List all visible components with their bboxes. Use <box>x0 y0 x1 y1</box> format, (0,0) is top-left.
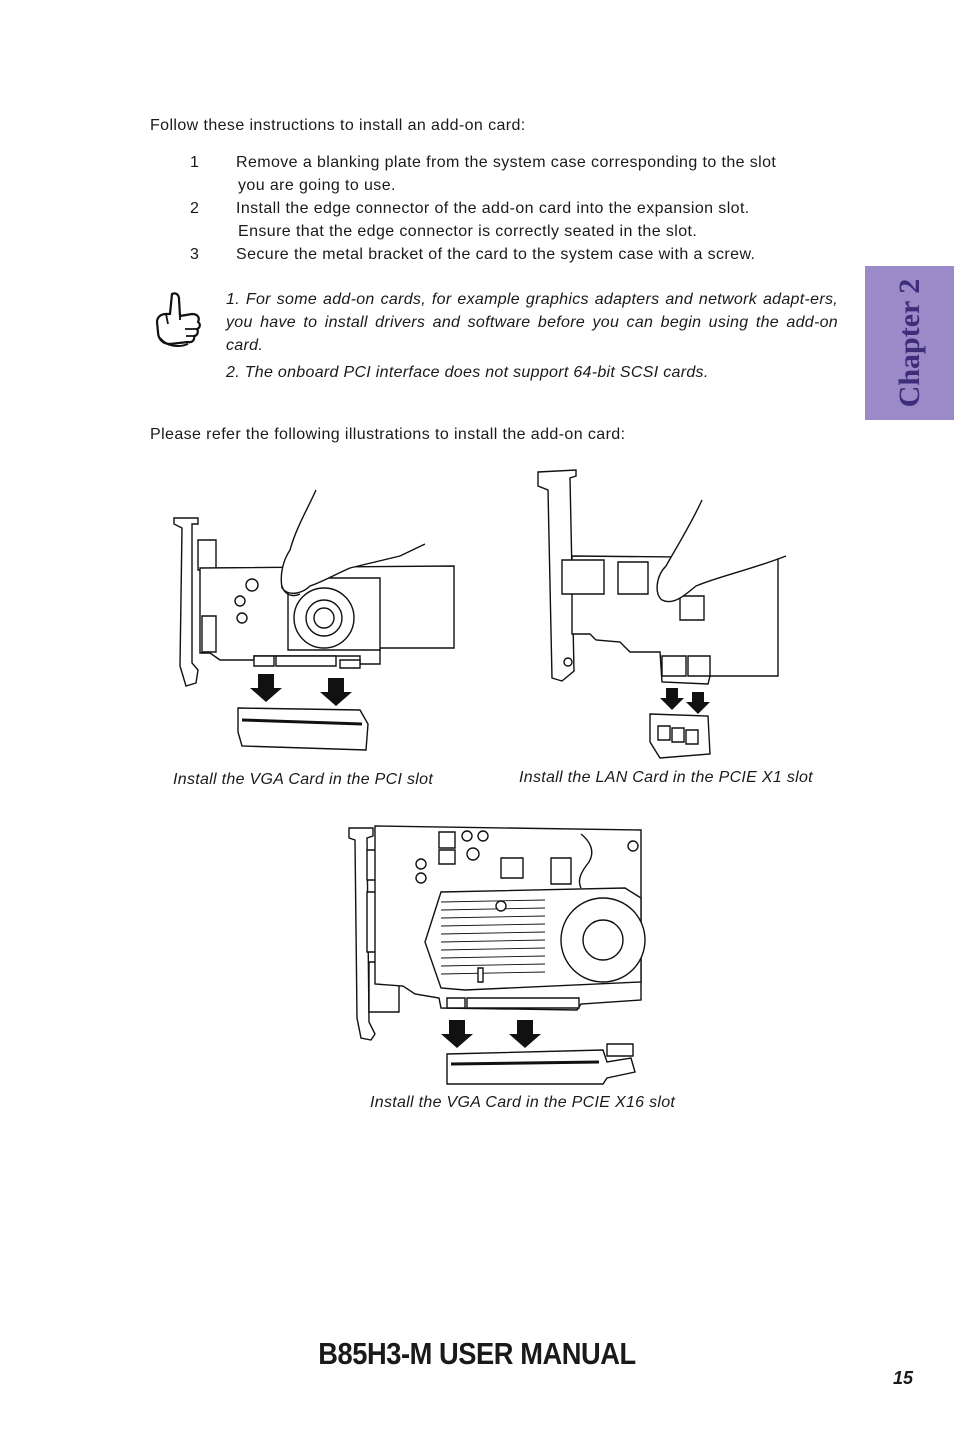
step-text: Secure the metal bracket of the card to … <box>236 246 756 263</box>
note-1: 1. For some add-on cards, for example gr… <box>226 291 838 354</box>
step-text: Remove a blanking plate from the system … <box>236 154 777 171</box>
step-number: 3 <box>190 246 200 263</box>
note-2: 2. The onboard PCI interface does not su… <box>226 364 709 381</box>
caption-vga-pcie16: Install the VGA Card in the PCIE X16 slo… <box>370 1094 676 1111</box>
chapter-tab-label: Chapter 2 <box>892 278 926 408</box>
pointing-hand-icon <box>152 290 208 352</box>
vga-pci-illustration <box>170 488 460 758</box>
step-text-continued: Ensure that the edge connector is correc… <box>238 223 698 240</box>
chapter-tab: Chapter 2 <box>865 266 954 420</box>
manual-title: B85H3-M USER MANUAL <box>318 1336 636 1371</box>
vga-pcie-x16-illustration <box>345 822 650 1084</box>
refer-text: Please refer the following illustrations… <box>150 426 626 443</box>
page-number: 15 <box>893 1368 914 1388</box>
intro-text: Follow these instructions to install an … <box>150 117 526 134</box>
step-text-continued: you are going to use. <box>238 177 396 194</box>
caption-lan-pcie: Install the LAN Card in the PCIE X1 slot <box>519 769 813 786</box>
step-number: 2 <box>190 200 200 217</box>
caption-vga-pci: Install the VGA Card in the PCI slot <box>173 771 434 788</box>
step-number: 1 <box>190 154 200 171</box>
lan-pcie-x1-illustration <box>530 466 798 766</box>
step-text: Install the edge connector of the add-on… <box>236 200 750 217</box>
